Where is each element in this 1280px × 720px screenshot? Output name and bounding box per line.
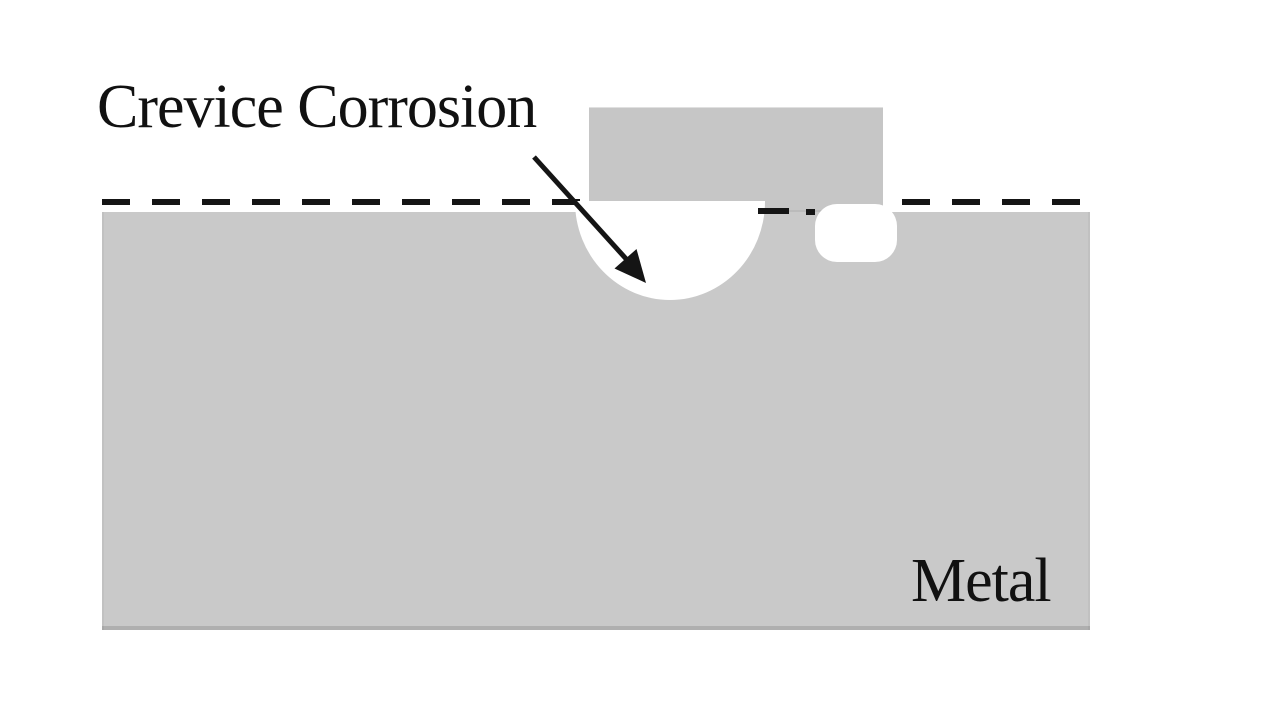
crevice-corrosion-label: Crevice Corrosion [97,73,537,141]
crevice-former-block [589,107,883,212]
dash-dot [806,209,815,215]
metal-label: Metal [911,547,1052,615]
corrosion-pit-small [815,204,897,262]
metal-body [102,212,1090,630]
corrosion-pit-large [575,201,765,300]
corrosion-pit-large-shape [575,201,765,300]
dash-fragment [758,208,789,214]
